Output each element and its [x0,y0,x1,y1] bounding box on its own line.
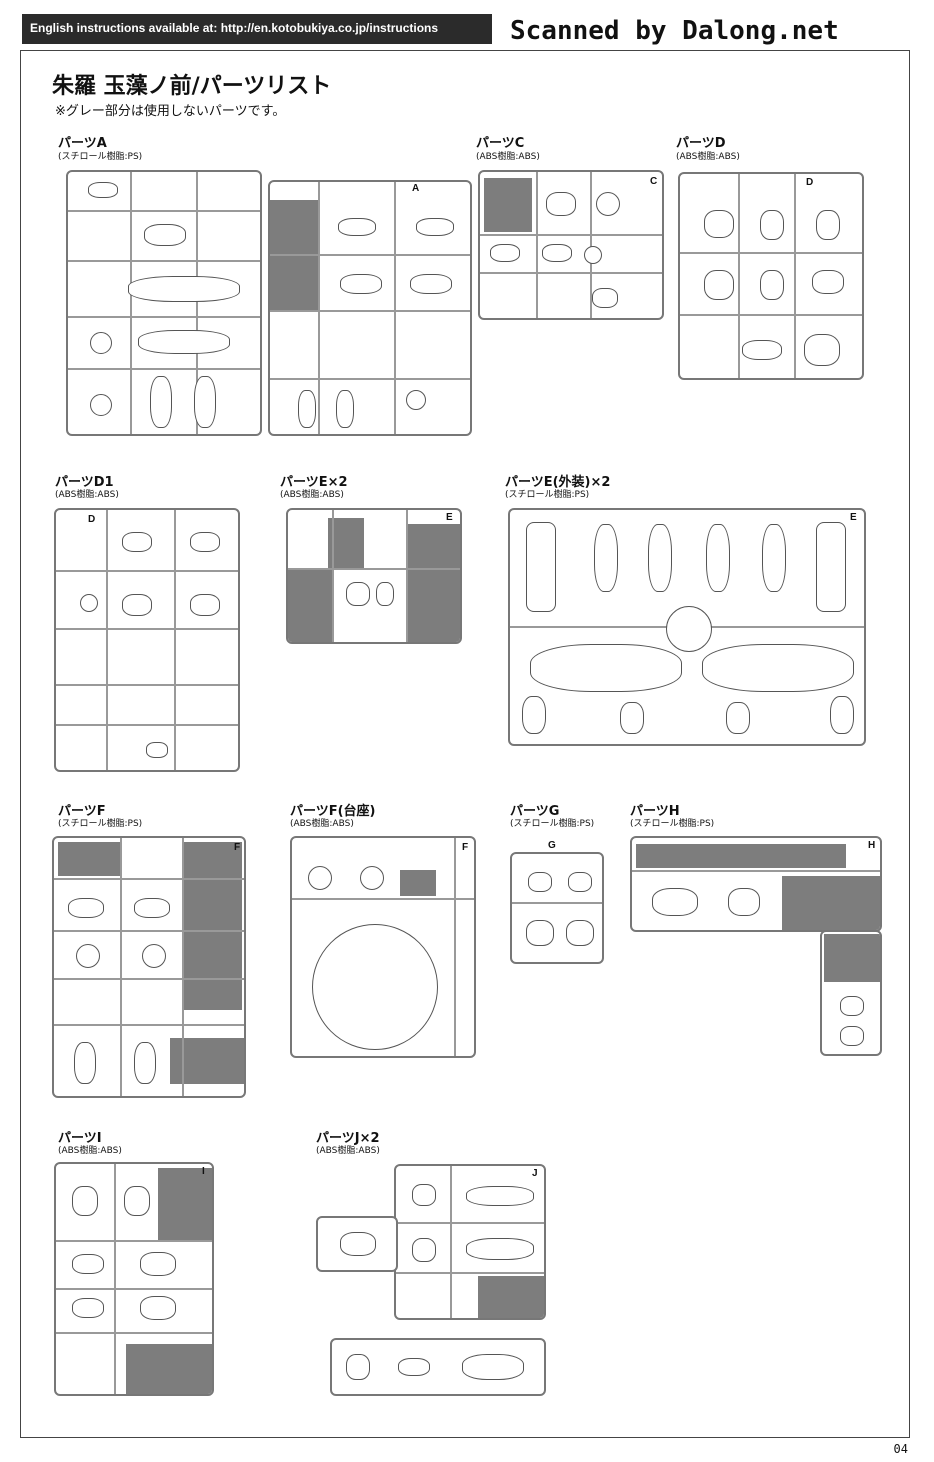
runner-i-tag: I [202,1166,205,1177]
runner-j-bottom-frame [330,1338,546,1396]
runner-d-title: パーツD [676,136,726,151]
runner-e-exterior-title: パーツE(外装)×2 [505,475,611,490]
runner-c-tag: C [650,176,658,187]
runner-g-title: パーツG [510,804,560,819]
runner-f-base-title: パーツF(台座) [290,804,376,819]
runner-j-material: (ABS樹脂:ABS) [316,1146,380,1156]
runner-f-material: (スチロール樹脂:PS) [58,819,143,829]
runner-e-exterior-material: (スチロール樹脂:PS) [505,490,590,500]
runner-d1-tag: D [88,514,96,525]
runner-e-exterior-frame [508,508,866,746]
runner-j-tag: J [532,1168,538,1179]
runner-f-base-material: (ABS樹脂:ABS) [290,819,354,829]
runner-e2-title: パーツE×2 [280,475,348,490]
runner-i-title: パーツI [58,1131,102,1146]
runner-a-right-frame [268,180,472,436]
english-instructions-banner: English instructions available at: http:… [22,14,492,44]
runner-f-title: パーツF [58,804,106,819]
runner-h-side-frame [820,930,882,1056]
runner-a-title: パーツA [58,136,107,151]
runner-f-tag: F [234,842,241,853]
runner-h-title: パーツH [630,804,680,819]
english-instructions-link[interactable]: English instructions available at: http:… [30,21,439,35]
runner-c-frame [478,170,664,320]
runner-e2-material: (ABS樹脂:ABS) [280,490,344,500]
runner-a-tag: A [412,183,420,194]
runner-f-frame [52,836,246,1098]
runner-c-material: (ABS樹脂:ABS) [476,152,540,162]
runner-f-base-tag: F [462,842,469,853]
runner-a-material: (スチロール樹脂:PS) [58,152,143,162]
runner-j-side-frame [316,1216,398,1272]
runner-j-title: パーツJ×2 [316,1131,380,1146]
runner-e2-tag: E [446,512,453,523]
runner-f-base-frame [290,836,476,1058]
runner-g-tag: G [548,840,556,851]
runner-d1-title: パーツD1 [55,475,114,490]
runner-e-exterior-tag: E [850,512,857,523]
runner-c-title: パーツC [476,136,525,151]
runner-d1-frame [54,508,240,772]
gray-parts-note: ※グレー部分は使用しないパーツです。 [55,104,286,119]
runner-i-frame [54,1162,214,1396]
runner-d1-material: (ABS樹脂:ABS) [55,490,119,500]
scan-watermark: Scanned by Dalong.net [510,16,839,46]
runner-d-frame [678,172,864,380]
page-number: 04 [893,1442,908,1456]
runner-i-material: (ABS樹脂:ABS) [58,1146,122,1156]
runner-h-tag: H [868,840,876,851]
runner-h-material: (スチロール樹脂:PS) [630,819,715,829]
runner-d-tag: D [806,177,814,188]
runner-h-top-frame [630,836,882,932]
runner-e2-frame [286,508,462,644]
runner-g-frame [510,852,604,964]
runner-a-left-frame [66,170,262,436]
runner-g-material: (スチロール樹脂:PS) [510,819,595,829]
page-frame [20,50,910,1438]
runner-d-material: (ABS樹脂:ABS) [676,152,740,162]
runner-j-top-frame [394,1164,546,1320]
page-title: 朱羅 玉藻ノ前/パーツリスト [52,74,332,99]
